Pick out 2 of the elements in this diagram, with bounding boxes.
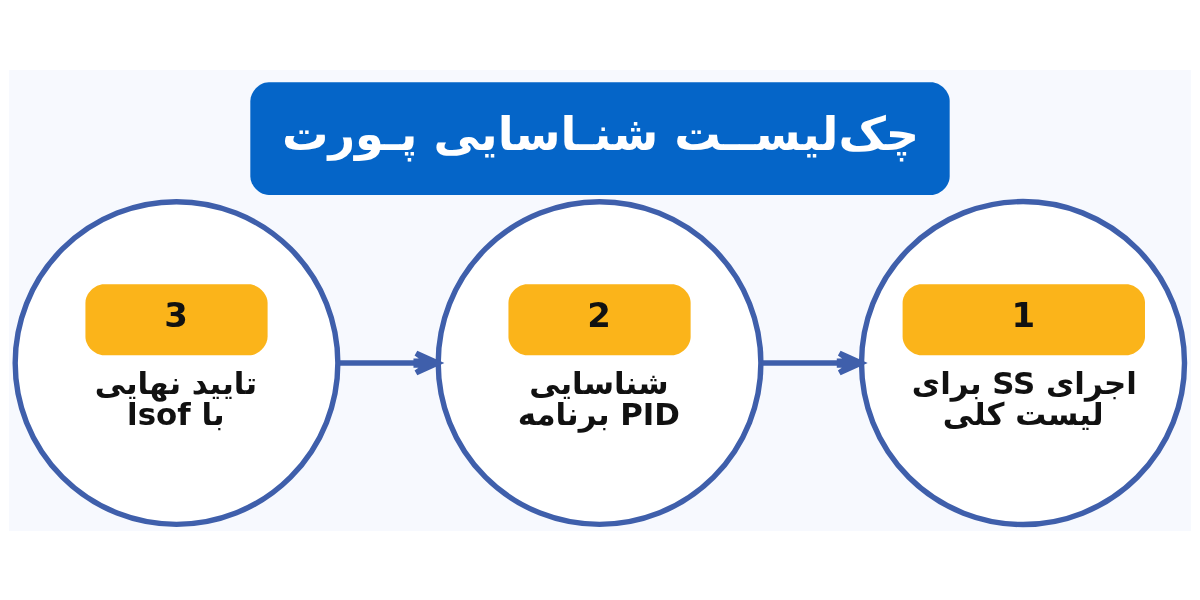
arrow (338, 350, 441, 375)
diagram-title: چک‌لیســت شنـاسایی پـورت (281, 106, 920, 161)
